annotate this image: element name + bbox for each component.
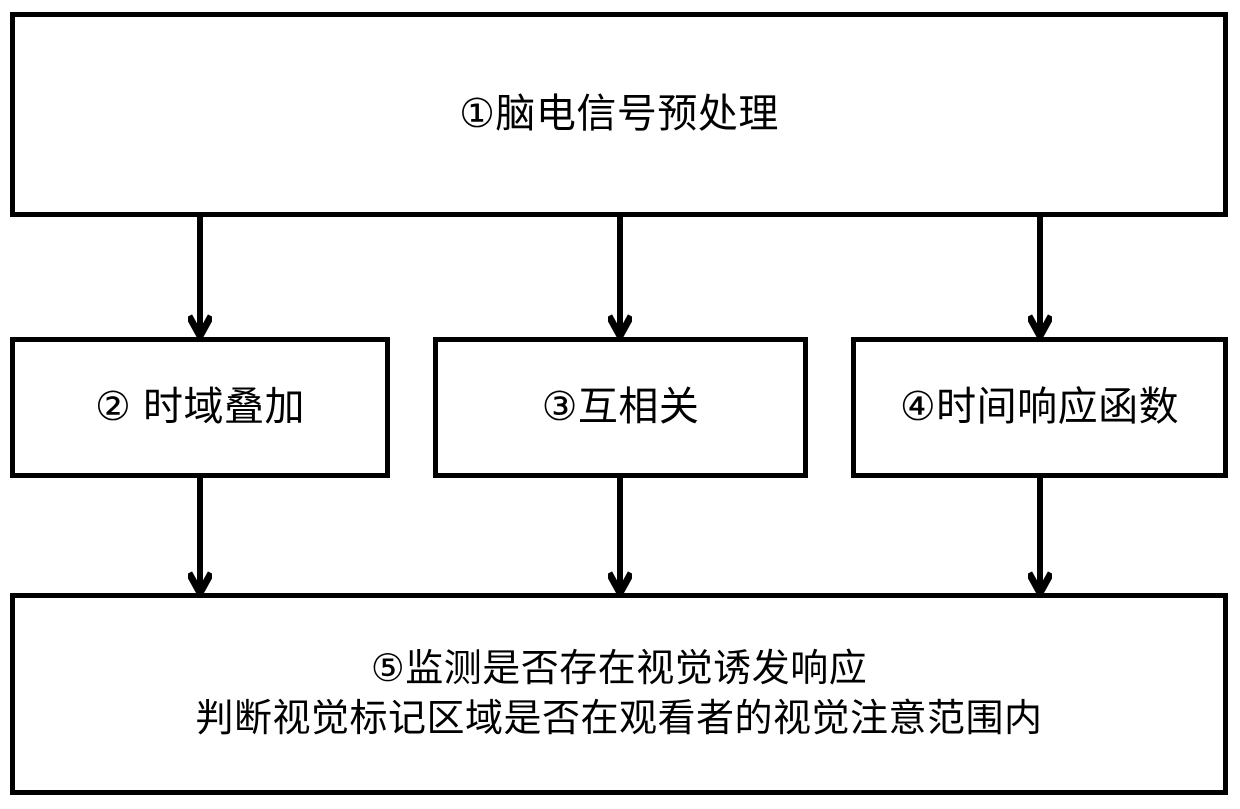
flow-node-step-4: ④时间响应函数 xyxy=(851,337,1228,478)
flow-node-step-1: ①脑电信号预处理 xyxy=(10,12,1228,217)
arrow-step4-to-step5 xyxy=(1028,478,1052,594)
flow-node-step-3: ③互相关 xyxy=(433,337,808,478)
arrow-step1-to-step4 xyxy=(1028,217,1052,337)
flow-node-step-5: ⑤监测是否存在视觉诱发响应 判断视觉标记区域是否在观看者的视觉注意范围内 xyxy=(10,593,1228,795)
flow-node-step-5-label: ⑤监测是否存在视觉诱发响应 判断视觉标记区域是否在观看者的视觉注意范围内 xyxy=(195,647,1043,740)
arrow-step1-to-step2 xyxy=(188,217,212,337)
flow-node-step-2-label: ② 时域叠加 xyxy=(95,384,305,429)
arrow-step3-to-step5 xyxy=(608,478,632,594)
arrow-step1-to-step3 xyxy=(608,217,632,337)
flow-node-step-2: ② 时域叠加 xyxy=(10,337,390,478)
arrow-step2-to-step5 xyxy=(188,478,212,594)
flow-node-step-4-label: ④时间响应函数 xyxy=(899,384,1180,429)
flow-node-step-1-label: ①脑电信号预处理 xyxy=(459,91,779,136)
flow-node-step-3-label: ③互相关 xyxy=(541,384,700,429)
